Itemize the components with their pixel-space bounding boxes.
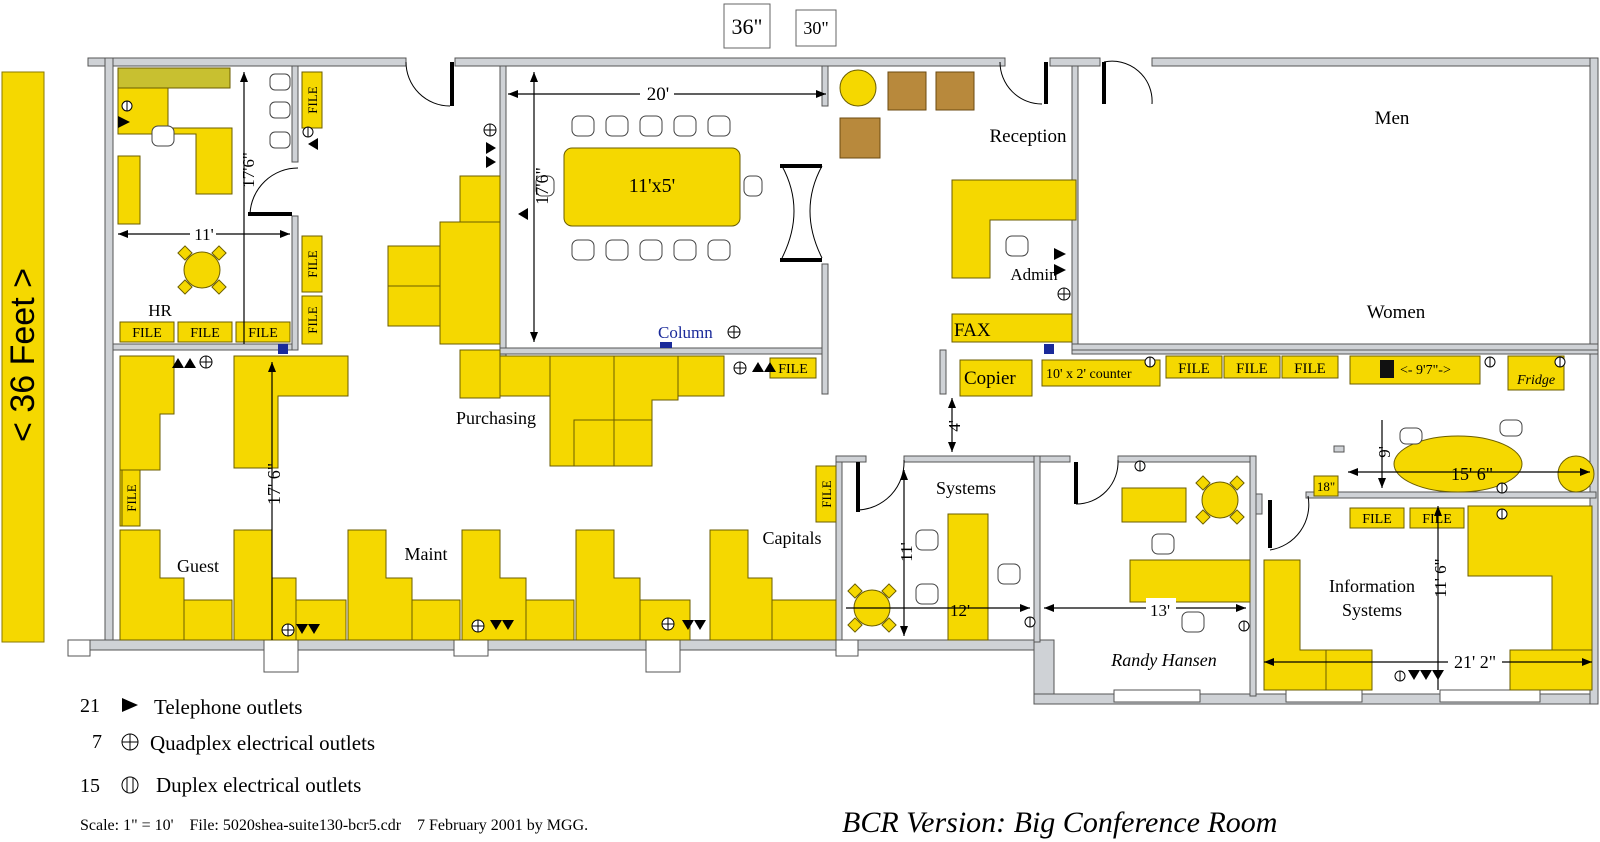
legend-duplex-count: 15 <box>80 775 100 797</box>
phone-outlet-icon <box>122 698 138 712</box>
copier-label: Copier <box>964 368 1016 389</box>
column-label: Column <box>658 323 713 342</box>
footer-scale: Scale: 1" = 10' File: 5020shea-suite130-… <box>80 817 588 834</box>
file-label: FILE <box>819 480 834 508</box>
side-scale-bar: < 36 Feet > <box>1 71 45 643</box>
room-label-women: Women <box>1367 302 1426 323</box>
file-label: FILE <box>1362 512 1392 527</box>
room-label-capitals: Capitals <box>763 528 822 548</box>
outlets <box>121 100 1566 682</box>
room-label-guest: Guest <box>177 556 219 576</box>
room-label-hr: HR <box>148 301 172 320</box>
door-36-label: 36" <box>732 14 763 39</box>
room-labels: HR Reception Men Women Admin Purchasing … <box>148 108 1555 670</box>
dimension-labels: 20' 17'6" 17'6" 11' 17' 6" 4' 11' 12' 13… <box>190 84 1502 672</box>
legend-duplex-label: Duplex electrical outlets <box>156 773 361 797</box>
column-marker <box>278 344 288 354</box>
file-label: FILE <box>1294 361 1326 377</box>
room-label-reception: Reception <box>989 126 1067 147</box>
dim-21-2: 21' 2" <box>1454 652 1496 672</box>
room-label-men: Men <box>1375 108 1410 129</box>
dim-12: 12' <box>950 601 970 620</box>
legend-phone-label: Telephone outlets <box>154 695 302 719</box>
file-label: FILE <box>124 484 139 512</box>
dim-11-systems: 11' <box>897 542 916 561</box>
conference-table-label: 11'x5' <box>629 175 675 197</box>
legend-quad-label: Quadplex electrical outlets <box>150 731 375 755</box>
duplex-outlet-icon <box>121 776 139 794</box>
conference-table <box>563 147 741 227</box>
file-label: FILE <box>305 86 320 114</box>
file-label: FILE <box>132 326 162 341</box>
chairs <box>151 73 1523 633</box>
room-label-randy: Randy Hansen <box>1110 650 1216 670</box>
doors <box>248 60 1310 551</box>
room-label-info-1: Information <box>1329 576 1415 596</box>
dim-15-6: 15' 6" <box>1451 464 1493 484</box>
dim-17-6-conf: 17'6" <box>532 167 552 205</box>
furniture <box>117 67 1595 691</box>
dim-11-hr: 11' <box>194 225 213 244</box>
file-label: FILE <box>190 326 220 341</box>
dim-11-6: 11' 6" <box>1431 558 1450 597</box>
file-label: FILE <box>1178 361 1210 377</box>
phone-outlets <box>118 116 1444 680</box>
dim-17-6-guest: 17' 6" <box>264 463 284 505</box>
dim-9: 9' <box>1375 446 1394 458</box>
legend-quad-count: 7 <box>92 731 102 753</box>
file-label: FILE <box>1422 512 1452 527</box>
fax-label: FAX <box>954 320 991 341</box>
room-label-admin: Admin <box>1010 265 1058 284</box>
door-36-box <box>723 3 771 49</box>
quadplex-outlet-icon <box>121 733 139 751</box>
column-marker <box>660 342 672 348</box>
room-label-purchasing: Purchasing <box>456 408 536 428</box>
file-label: FILE <box>305 250 320 278</box>
room-label-maint: Maint <box>405 544 448 564</box>
legend-phone-count: 21 <box>80 695 100 717</box>
room-label-systems: Systems <box>936 478 996 498</box>
fridge-label: Fridge <box>1516 373 1555 388</box>
file-label: FILE <box>1236 361 1268 377</box>
bottom-windows <box>67 639 1541 703</box>
dim-20: 20' <box>647 84 669 105</box>
door-30-label: 30" <box>803 18 828 38</box>
file-label: FILE <box>248 326 278 341</box>
footer-version: BCR Version: Big Conference Room <box>842 806 1277 839</box>
dim-13: 13' <box>1150 601 1170 620</box>
side-scale-label: < 36 Feet > <box>4 268 42 442</box>
dim-4: 4' <box>945 420 964 432</box>
file-cabinets: FILE FILE FILE FILE FILE FILE FILE FILE … <box>119 71 1465 529</box>
door-30-box <box>795 9 837 47</box>
dim-17-6-hr: 17'6" <box>239 152 258 188</box>
column-marker <box>1044 344 1054 354</box>
dim-9-7: <- 9'7"-> <box>1400 363 1451 378</box>
counter-label: 10' x 2' counter <box>1046 367 1132 382</box>
file-label: FILE <box>778 362 808 377</box>
dim-18: 18" <box>1317 479 1335 494</box>
legend: 21 Telephone outlets 7 Quadplex electric… <box>80 695 375 797</box>
fax-counter <box>951 313 1073 343</box>
room-label-info-2: Systems <box>1342 600 1402 620</box>
file-label: FILE <box>305 306 320 334</box>
